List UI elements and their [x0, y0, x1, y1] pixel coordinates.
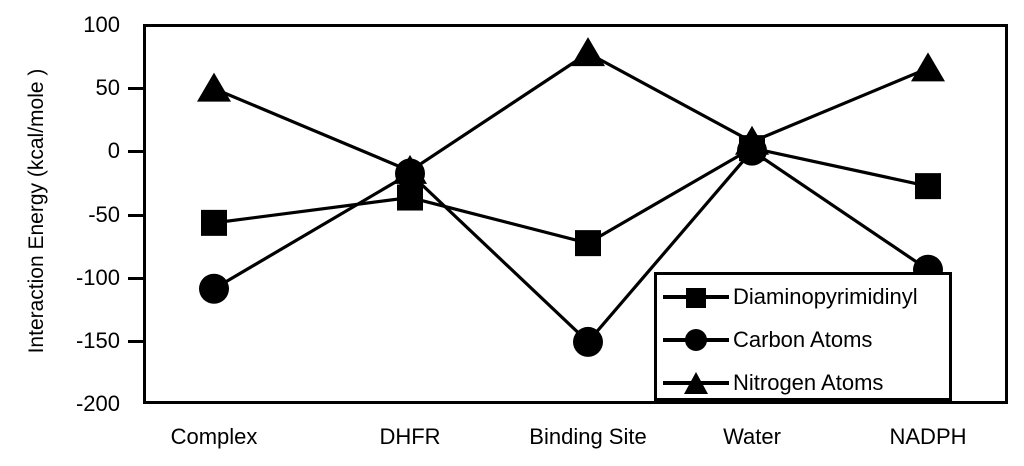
- x-tick-label-binding-site: Binding Site: [529, 424, 647, 449]
- data-point-triangle-marker: [197, 72, 231, 102]
- x-tick-label-dhfr: DHFR: [379, 424, 441, 449]
- data-point-square-marker: [397, 184, 423, 211]
- triangle-marker-icon: [663, 370, 729, 396]
- square-marker-icon: [663, 284, 729, 310]
- circle-marker-icon: [663, 327, 729, 353]
- y-tick-mark: [128, 150, 144, 153]
- y-tick-label: -200: [75, 391, 120, 416]
- y-tick-mark: [128, 340, 144, 343]
- legend-label: Carbon Atoms: [733, 326, 873, 352]
- x-tick-label-complex: Complex: [170, 424, 258, 449]
- legend-item-nitrogen-atoms: Nitrogen Atoms: [657, 361, 949, 404]
- chart-legend: Diaminopyrimidinyl Carbon Atoms Nitrogen…: [654, 272, 952, 401]
- legend-label: Diaminopyrimidinyl: [733, 283, 918, 309]
- x-tick-label-nadph: NADPH: [889, 424, 967, 449]
- data-point-triangle-marker: [571, 37, 605, 67]
- y-tick-label: -100: [75, 265, 120, 290]
- series-line-nitrogen-atoms: [213, 51, 929, 173]
- y-tick-mark: [128, 87, 144, 90]
- data-point-triangle-marker: [393, 154, 427, 184]
- legend-item-diaminopyrimidinyl: Diaminopyrimidinyl: [657, 275, 949, 318]
- y-tick-label: -50: [88, 202, 120, 227]
- data-point-square-marker: [201, 209, 227, 236]
- legend-item-carbon-atoms: Carbon Atoms: [657, 318, 949, 361]
- x-tick-label-water: Water: [723, 424, 781, 449]
- data-point-triangle-marker: [735, 125, 769, 155]
- y-tick-label: 0: [107, 138, 120, 163]
- y-tick-label: 50: [95, 75, 120, 100]
- legend-label: Nitrogen Atoms: [733, 369, 884, 395]
- y-tick-mark: [128, 214, 144, 217]
- data-point-square-marker: [575, 230, 601, 257]
- y-tick-mark: [128, 277, 144, 280]
- data-point-triangle-marker: [911, 52, 945, 82]
- data-point-square-marker: [915, 173, 941, 200]
- data-point-circle-marker: [573, 326, 603, 357]
- y-tick-label: -150: [75, 328, 120, 353]
- data-point-circle-marker: [199, 273, 229, 304]
- y-tick-label: 100: [83, 12, 120, 37]
